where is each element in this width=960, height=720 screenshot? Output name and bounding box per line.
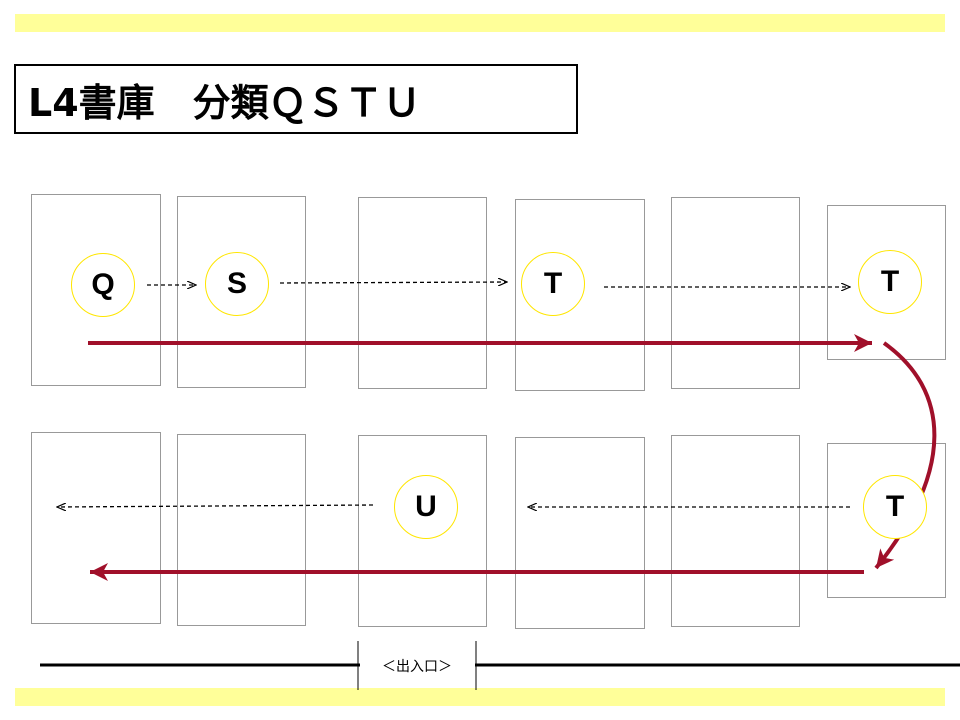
marker-t-top-right: T	[858, 250, 922, 314]
marker-s: S	[205, 252, 269, 316]
marker-u: U	[394, 475, 458, 539]
shelf-bottom-4	[515, 437, 645, 629]
marker-t-top-middle: T	[521, 252, 585, 316]
marker-t-bottom-right: T	[863, 475, 927, 539]
shelf-top-3	[358, 197, 487, 389]
shelf-bottom-5	[671, 435, 800, 627]
bottom-yellow-band	[15, 688, 945, 706]
shelf-top-5	[671, 197, 800, 389]
top-yellow-band	[15, 14, 945, 32]
marker-q: Q	[71, 253, 135, 317]
shelf-bottom-2	[177, 434, 306, 626]
entrance-label: ＜出入口＞	[360, 656, 474, 676]
page-title: L4書庫 分類ＱＳＴＵ	[28, 80, 421, 125]
title-box: L4書庫 分類ＱＳＴＵ	[14, 64, 578, 134]
shelf-bottom-1	[31, 432, 161, 624]
